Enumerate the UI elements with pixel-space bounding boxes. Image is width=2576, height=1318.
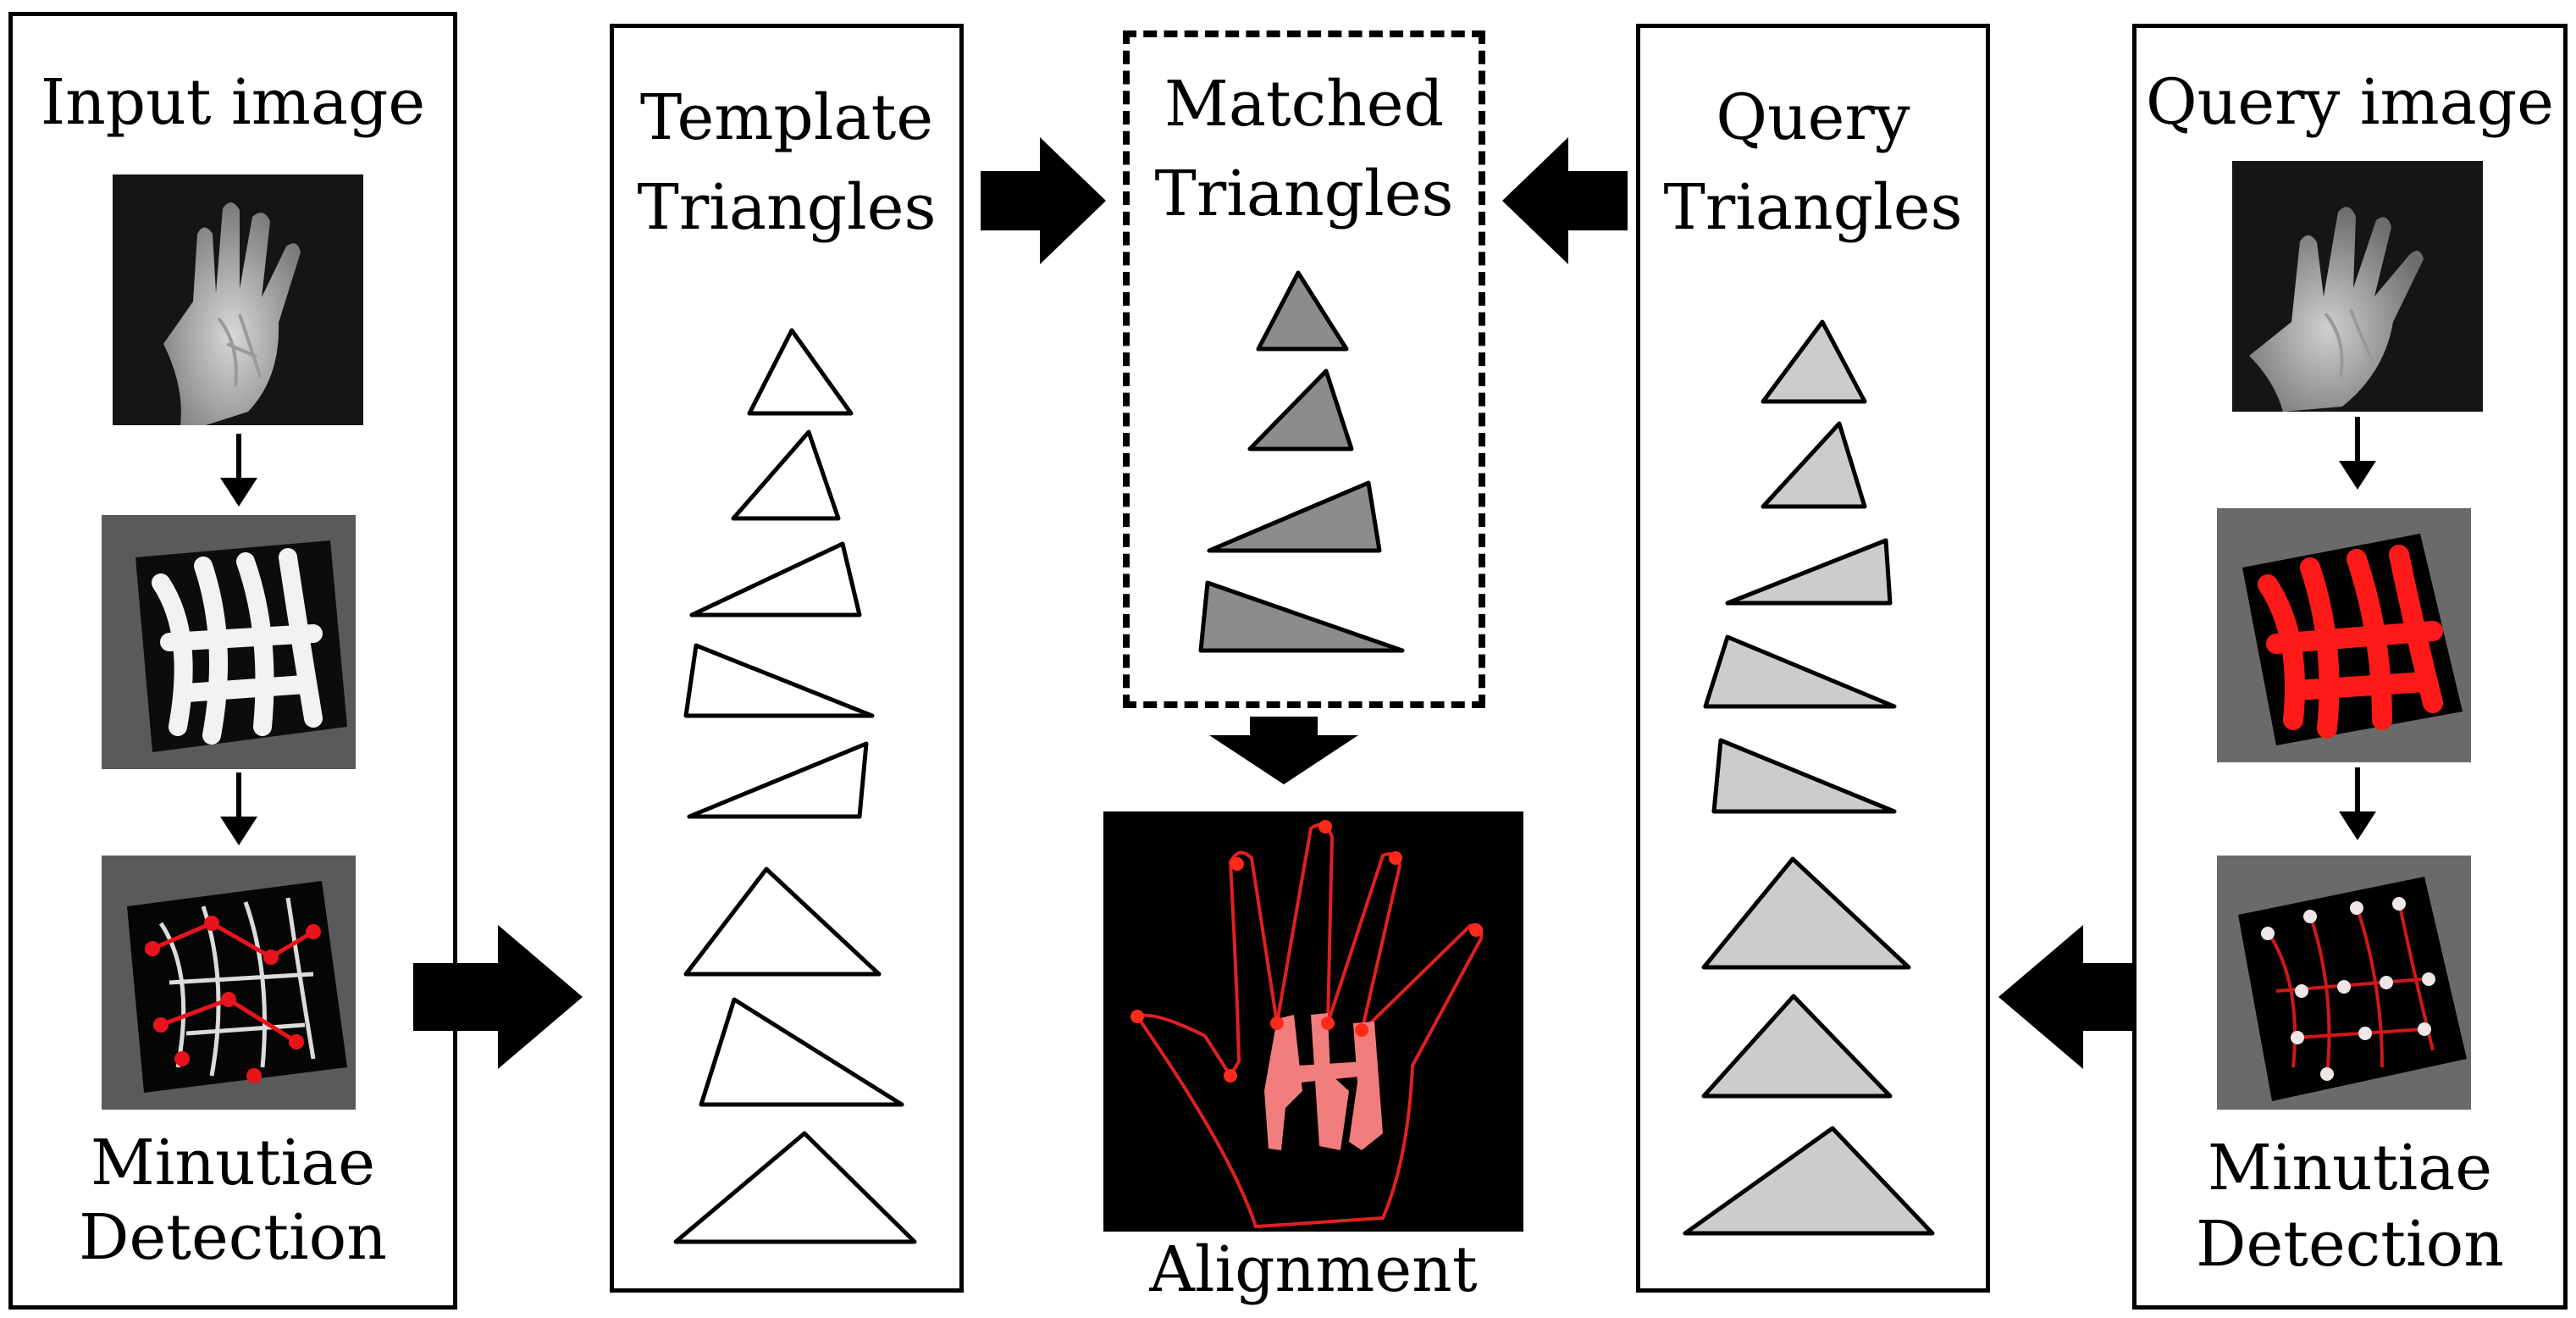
template-title-line2: Triangles [637, 171, 937, 244]
arrow-to-matched [981, 137, 1106, 264]
query-triangle-6 [1701, 856, 1911, 970]
query-triangle-3 [1725, 538, 1893, 606]
alignment-caption: Alignment [1149, 1233, 1478, 1306]
matched-triangle-2 [1247, 368, 1354, 451]
query-arrow-2 [2339, 767, 2376, 840]
template-triangles [673, 328, 917, 1244]
template-triangle-8 [673, 1131, 917, 1244]
query-caption-line1: Minutiae [2207, 1132, 2493, 1204]
query-triangles-title-line2: Triangles [1663, 171, 1963, 244]
arrow-to-query-triangles [1998, 925, 2168, 1069]
template-triangle-5 [687, 741, 869, 819]
query-triangle-5 [1711, 738, 1897, 814]
matched-triangle-1 [1256, 270, 1349, 352]
query-roi-image [2217, 508, 2471, 762]
arrow-to-template [413, 925, 583, 1069]
template-triangle-7 [699, 997, 904, 1107]
matched-triangles [1198, 270, 1405, 653]
input-caption-line2: Detection [79, 1201, 387, 1274]
query-triangle-2 [1761, 421, 1867, 509]
arrow-from-query-triangles [1502, 137, 1628, 264]
input-arrow-1 [220, 434, 257, 507]
matched-triangle-3 [1207, 480, 1382, 553]
template-triangle-2 [731, 429, 841, 521]
query-triangle-8 [1683, 1126, 1935, 1236]
template-triangle-4 [683, 643, 875, 718]
input-hand-image [113, 174, 363, 425]
input-minutiae-image [102, 856, 356, 1110]
matched-title-line1: Matched [1164, 68, 1444, 141]
alignment-image [1103, 811, 1523, 1232]
template-triangle-6 [683, 867, 882, 977]
template-triangle-3 [689, 541, 862, 617]
arrow-to-alignment [1209, 717, 1358, 784]
matched-title-line2: Triangles [1154, 158, 1454, 230]
matched-triangle-4 [1198, 580, 1405, 653]
query-triangles-title-line1: Query [1716, 81, 1910, 154]
query-image-title: Query image [2146, 66, 2554, 139]
input-caption-line1: Minutiae [90, 1127, 376, 1199]
query-caption-line2: Detection [2196, 1208, 2504, 1281]
template-title-line1: Template [639, 81, 934, 154]
query-hand-image [2232, 161, 2483, 412]
query-minutiae-image [2217, 856, 2471, 1110]
query-triangle-7 [1701, 994, 1893, 1099]
query-triangles [1683, 319, 1935, 1236]
input-arrow-2 [220, 773, 257, 845]
query-triangle-1 [1761, 319, 1867, 404]
query-arrow-1 [2339, 417, 2376, 490]
query-triangle-4 [1703, 634, 1897, 709]
input-roi-binary-image [102, 515, 356, 769]
template-triangle-1 [747, 328, 854, 416]
input-image-title: Input image [40, 66, 426, 139]
matched-triangles-panel [1123, 30, 1485, 708]
